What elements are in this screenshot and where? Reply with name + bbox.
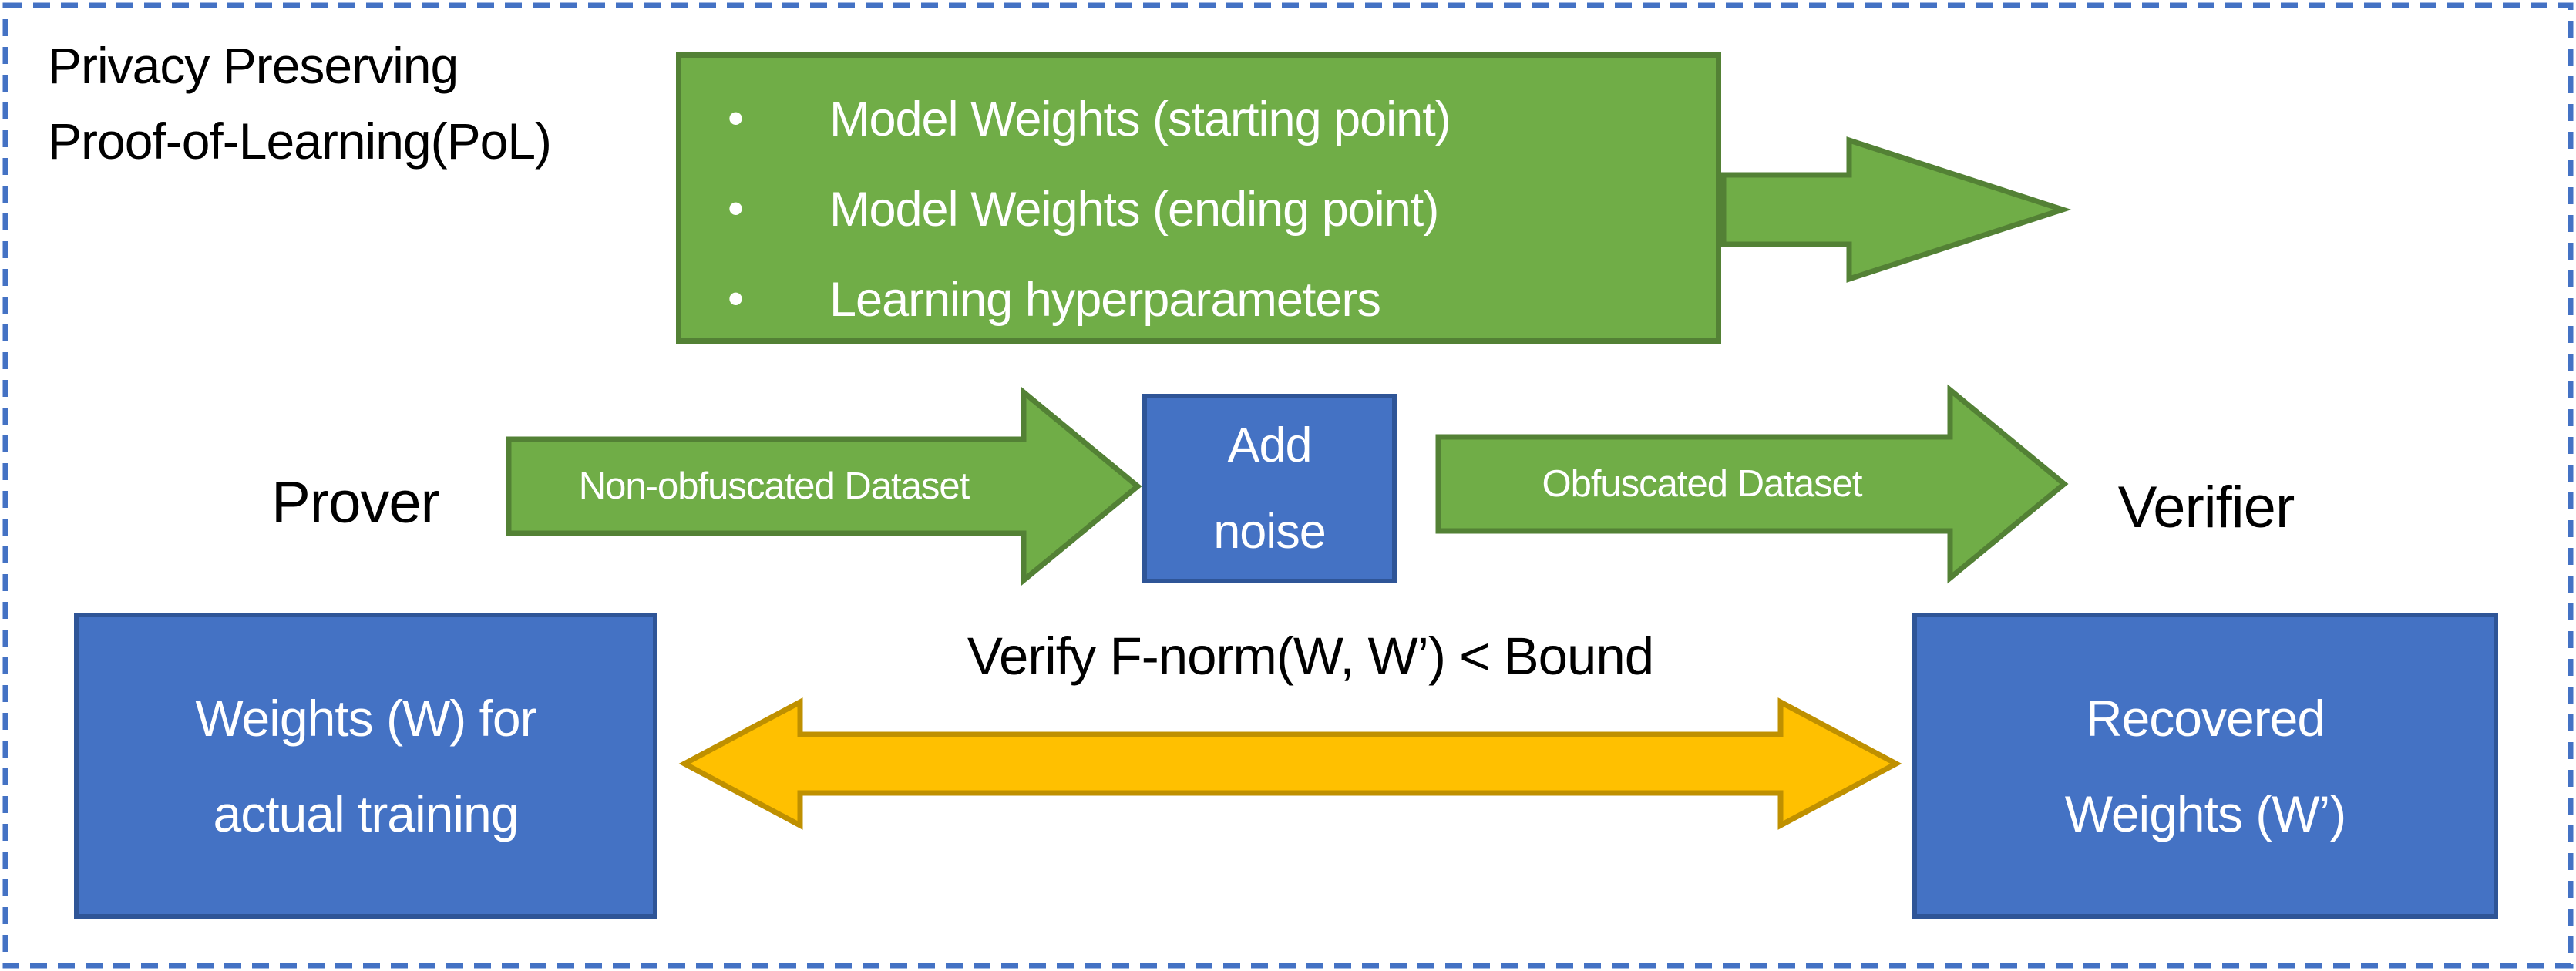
non-obfuscated-dataset-arrow	[506, 386, 1142, 586]
pol-proof-arrow-shape	[1720, 136, 2072, 283]
verify-fnorm-label: Verify F-norm(W, W’) < Bound	[967, 627, 1654, 686]
pol-proof-box: Model Weights (starting point) Model Wei…	[676, 52, 1721, 344]
diagram-title-line2: Proof-of-Learning(PoL)	[48, 113, 552, 170]
actual-weights-box-label: Weights (W) for actual training	[195, 689, 536, 842]
pol-proof-arrow	[1720, 136, 2072, 283]
non-obfuscated-dataset-arrow-shape	[506, 386, 1142, 586]
pol-proof-item-starting-weights: Model Weights (starting point)	[681, 73, 1716, 165]
obfuscated-dataset-arrow-shape	[1435, 384, 2069, 584]
non-obfuscated-dataset-label: Non-obfuscated Dataset	[578, 465, 970, 507]
diagram-title: Privacy Preserving Proof-of-Learning(PoL…	[48, 28, 552, 179]
verify-double-arrow	[678, 697, 1902, 830]
actual-weights-box: Weights (W) for actual training	[74, 613, 657, 919]
obfuscated-dataset-label: Obfuscated Dataset	[1542, 463, 1862, 505]
diagram-title-line1: Privacy Preserving	[48, 37, 459, 94]
recovered-weights-box: Recovered Weights (W’)	[1912, 613, 2498, 919]
prover-label: Prover	[271, 470, 440, 536]
verifier-label: Verifier	[2117, 475, 2295, 540]
pol-proof-item-ending-weights: Model Weights (ending point)	[681, 163, 1716, 255]
pol-proof-item-hyperparameters: Learning hyperparameters	[681, 254, 1716, 345]
add-noise-box: Add noise	[1142, 394, 1397, 583]
add-noise-box-label: Add noise	[1213, 418, 1327, 559]
pol-proof-list: Model Weights (starting point) Model Wei…	[681, 73, 1716, 345]
obfuscated-dataset-arrow	[1435, 384, 2069, 584]
verify-double-arrow-shape	[678, 697, 1902, 830]
recovered-weights-box-label: Recovered Weights (W’)	[2064, 689, 2346, 842]
